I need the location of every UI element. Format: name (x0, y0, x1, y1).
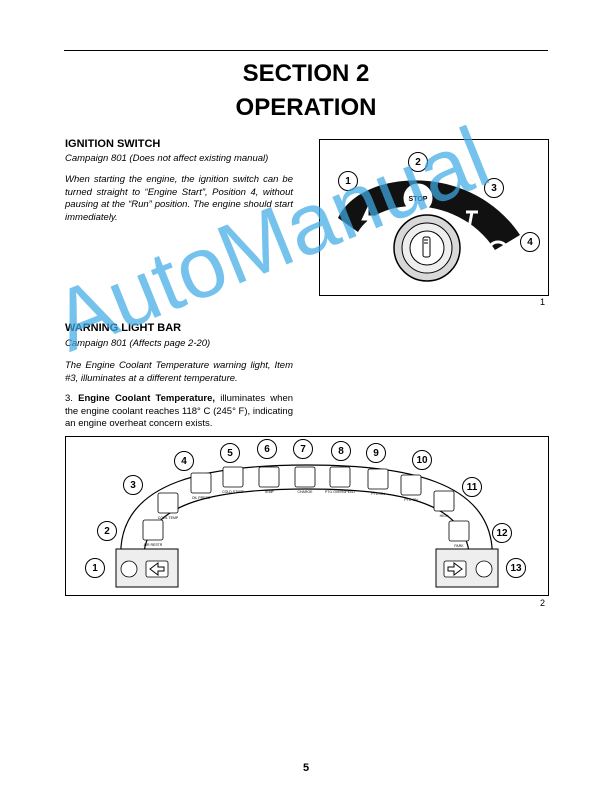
left-indicator-bulb (120, 560, 138, 578)
oil-press-label: OIL PRESS (191, 496, 211, 500)
ignition-heading: IGNITION SWITCH (65, 138, 161, 150)
air-restr-light (142, 519, 164, 541)
pto-on-light-2 (400, 474, 422, 496)
figure-number-1: 1 (540, 297, 546, 307)
light-callout-13: 13 (506, 558, 526, 578)
right-turn-arrow (443, 560, 467, 578)
air-restr-label: AIR RESTR (143, 543, 163, 547)
light-callout-3: 3 (123, 475, 143, 495)
light-callout-12: 12 (492, 523, 512, 543)
engine-start-icon (486, 240, 510, 259)
light-callout-10: 10 (412, 450, 432, 470)
warning-paragraph: The Engine Coolant Temperature warning l… (65, 360, 293, 384)
page-number: 5 (302, 762, 310, 774)
engine-run-icon (466, 210, 478, 229)
light-callout-6: 6 (257, 439, 277, 459)
item-text: illuminates when the engine coolant reac… (65, 393, 294, 429)
ignition-figure: STOP 1 2 3 4 (319, 139, 549, 296)
stop-label: STOP (409, 196, 428, 203)
park-light (448, 520, 470, 542)
ignition-campaign: Campaign 801 (Does not affect existing m… (65, 153, 269, 164)
charge-light (294, 466, 316, 488)
top-rule (64, 50, 548, 51)
light-callout-8: 8 (331, 441, 351, 461)
key-slot (422, 236, 431, 258)
ignition-callout-4: 4 (520, 232, 540, 252)
warning-light-bar-figure: AIR RESTR COOL TEMP OIL PRESS COLD START… (65, 436, 549, 596)
item-number: 3. (65, 393, 73, 404)
oil-press-light (190, 472, 212, 494)
pto-overspeed-label: PTO OVERSPEED (325, 490, 355, 494)
temp-light (258, 466, 280, 488)
high-beam-light (433, 490, 455, 512)
section-title: OPERATION (235, 94, 377, 121)
lightning-icon (361, 206, 375, 233)
pto-on-label-2: PTO ON (404, 498, 418, 502)
ignition-switch-diagram: STOP (338, 180, 520, 282)
ignition-callout-1: 1 (338, 171, 358, 191)
warning-item-3: 3. Engine Coolant Temperature, illuminat… (65, 393, 293, 431)
cool-temp-light (157, 492, 179, 514)
section-number: SECTION 2 (242, 60, 370, 87)
light-callout-9: 9 (366, 443, 386, 463)
temp-label: TEMP (264, 490, 274, 494)
cool-temp-label: COOL TEMP (157, 516, 179, 520)
warning-heading: WARNING LIGHT BAR (65, 322, 182, 334)
ignition-paragraph: When starting the engine, the ignition s… (65, 174, 293, 223)
pto-on-light-1 (367, 468, 389, 490)
light-callout-11: 11 (462, 477, 482, 497)
cold-start-light (222, 466, 244, 488)
light-bar-diagram (115, 464, 499, 588)
ignition-callout-3: 3 (484, 178, 504, 198)
warning-campaign: Campaign 801 (Affects page 2-20) (65, 338, 211, 349)
light-callout-2: 2 (97, 521, 117, 541)
item-title: Engine Coolant Temperature, (78, 393, 216, 404)
right-indicator-bulb (475, 560, 493, 578)
figure-number-2: 2 (540, 598, 546, 608)
left-turn-arrow (145, 560, 169, 578)
light-callout-5: 5 (220, 443, 240, 463)
pto-overspeed-light (329, 466, 351, 488)
charge-label: CHARGE (297, 490, 313, 494)
ignition-callout-2: 2 (408, 152, 428, 172)
park-label: PARK (454, 544, 464, 548)
light-callout-7: 7 (293, 439, 313, 459)
pto-on-label-1: PTO ON (371, 492, 385, 496)
light-callout-4: 4 (174, 451, 194, 471)
light-callout-1: 1 (85, 558, 105, 578)
high-label: HIGH (439, 514, 449, 518)
cold-start-label: COLD START (222, 490, 244, 494)
